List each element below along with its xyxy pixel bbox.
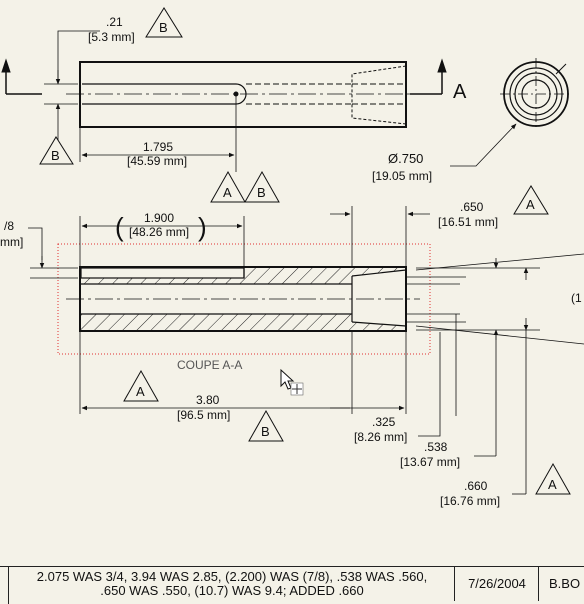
diameter-value: Ø.750 bbox=[388, 151, 423, 166]
partial-left-mm: mm] bbox=[0, 235, 23, 249]
revision-triangle-b: B bbox=[39, 136, 74, 165]
revision-triangle-b: B bbox=[244, 170, 280, 203]
slot-length-dim bbox=[79, 96, 237, 172]
diameter-mm: [19.05 mm] bbox=[372, 169, 432, 183]
right-diameter-dims bbox=[406, 253, 584, 494]
end-view bbox=[500, 58, 572, 130]
chamfer-depth-value: .325 bbox=[372, 415, 396, 429]
revision-description: 2.075 WAS 3/4, 3.94 WAS 2.85, (2.200) WA… bbox=[8, 567, 455, 604]
outer-dia-value: .660 bbox=[464, 479, 488, 493]
section-label: COUPE A-A bbox=[177, 358, 242, 372]
ref-length-mm: [48.26 mm] bbox=[129, 225, 189, 239]
overall-length-dim bbox=[79, 332, 407, 414]
diameter-leader bbox=[450, 123, 517, 167]
chamfer-hidden bbox=[351, 65, 407, 125]
top-view-outline bbox=[79, 61, 407, 128]
revision-author: B.BO bbox=[538, 567, 584, 601]
partial-left-value: /8 bbox=[4, 219, 14, 233]
svg-text:B: B bbox=[51, 148, 60, 163]
svg-text:B: B bbox=[261, 424, 270, 439]
slot-width-value: .21 bbox=[106, 15, 123, 29]
slot-length-value: 1.795 bbox=[143, 140, 173, 154]
svg-text:A: A bbox=[223, 185, 232, 200]
bore-depth-dim bbox=[330, 206, 430, 266]
top-view bbox=[1, 58, 447, 128]
mouse-cursor-icon bbox=[280, 368, 304, 396]
chamfer-depth-dim bbox=[330, 332, 441, 437]
revision-triangle-b: B bbox=[145, 7, 183, 38]
revision-block: 2.075 WAS 3/4, 3.94 WAS 2.85, (2.200) WA… bbox=[0, 566, 584, 604]
section-arrow-right bbox=[437, 58, 447, 73]
revision-triangle-a: A bbox=[123, 369, 159, 402]
slot-width-mm: [5.3 mm] bbox=[88, 30, 135, 44]
paren-open: ( bbox=[115, 212, 124, 242]
revision-line-2: .650 WAS .550, (10.7) WAS 9.4; ADDED .66… bbox=[100, 583, 364, 598]
ref-length-value: 1.900 bbox=[144, 211, 174, 225]
section-view bbox=[66, 266, 420, 332]
inner-dia-value: .538 bbox=[424, 440, 448, 454]
slot-length-mm: [45.59 mm] bbox=[127, 154, 187, 168]
chamfer-depth-mm: [8.26 mm] bbox=[354, 430, 407, 444]
ref-length-dim bbox=[79, 216, 245, 266]
revision-line-1: 2.075 WAS 3/4, 3.94 WAS 2.85, (2.200) WA… bbox=[36, 569, 428, 584]
overall-length-value: 3.80 bbox=[196, 393, 220, 407]
bore-depth-mm: [16.51 mm] bbox=[438, 215, 498, 229]
revision-date: 7/26/2004 bbox=[454, 567, 539, 601]
svg-text:A: A bbox=[526, 197, 535, 212]
section-arrow-left bbox=[1, 58, 11, 73]
partial-left-dim bbox=[28, 227, 78, 279]
svg-text:A: A bbox=[136, 384, 145, 399]
revision-triangle-b: B bbox=[248, 409, 284, 442]
overall-length-mm: [96.5 mm] bbox=[177, 408, 230, 422]
svg-text:A: A bbox=[548, 477, 557, 492]
svg-text:B: B bbox=[159, 20, 168, 35]
revision-triangle-a: A bbox=[210, 170, 246, 203]
slot-width-dim bbox=[44, 30, 100, 140]
inner-dia-mm: [13.67 mm] bbox=[400, 455, 460, 469]
outer-dia-mm: [16.76 mm] bbox=[440, 494, 500, 508]
partial-right-value: (1 bbox=[571, 291, 582, 305]
paren-close: ) bbox=[198, 212, 207, 242]
revision-triangle-a: A bbox=[513, 185, 549, 215]
svg-text:B: B bbox=[257, 185, 266, 200]
bore-depth-value: .650 bbox=[460, 200, 484, 214]
revision-triangle-a: A bbox=[535, 462, 571, 495]
section-letter: A bbox=[453, 81, 467, 103]
